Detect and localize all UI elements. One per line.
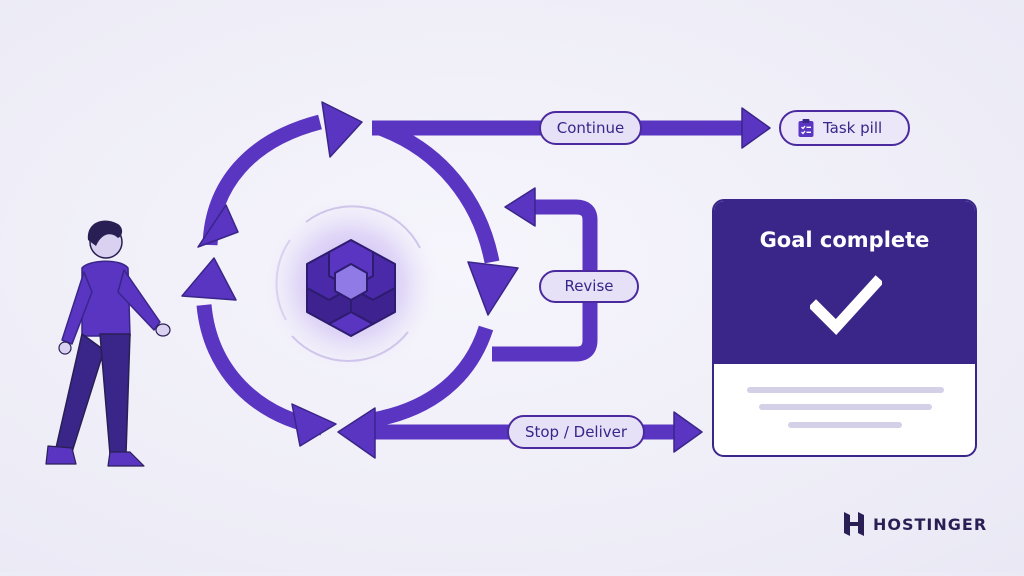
card-text-line [759, 404, 932, 410]
revise-pill: Revise [539, 270, 639, 303]
arrowheads [181, 101, 771, 459]
agent-ring-outer [305, 205, 421, 249]
agent-ring-lower [291, 331, 409, 362]
continue-label: Continue [556, 118, 625, 137]
person-walking-icon [45, 220, 171, 467]
arrowhead-left-upper [197, 204, 239, 248]
arrowhead-bottom [337, 407, 376, 459]
brand-logo: HOSTINGER [842, 509, 987, 539]
checkmark-icon [810, 275, 882, 335]
card-text-line [788, 422, 902, 428]
arrowhead-stop [673, 411, 703, 453]
arrowhead-bottom-left-arc [291, 403, 337, 447]
arrowhead-continue [741, 107, 771, 149]
task-pill-label: Task pill [823, 118, 883, 137]
arrowhead-top [321, 101, 363, 158]
revise-label: Revise [564, 277, 614, 295]
goal-card-header: Goal complete [714, 201, 975, 364]
goal-complete-card: Goal complete [712, 199, 977, 457]
stop-deliver-pill: Stop / Deliver [507, 415, 645, 449]
stop-deliver-label: Stop / Deliver [524, 422, 628, 441]
continue-pill: Continue [539, 111, 642, 145]
arrowhead-left-lower [181, 257, 237, 301]
arc-top-right [377, 120, 500, 264]
arc-bottom-right [370, 325, 494, 428]
agent-core [263, 196, 439, 372]
agent-ring-left [275, 239, 291, 321]
goal-card-title: Goal complete [759, 228, 930, 252]
arrowhead-right [467, 261, 519, 316]
brand-name: HOSTINGER [873, 514, 988, 534]
arrowhead-revise [504, 187, 536, 227]
hostinger-logo-icon [844, 512, 864, 536]
clipboard-checklist-icon [798, 119, 814, 137]
card-text-line [747, 387, 944, 393]
task-pill: Task pill [779, 110, 910, 146]
hexagon-agent-icon [306, 239, 396, 337]
